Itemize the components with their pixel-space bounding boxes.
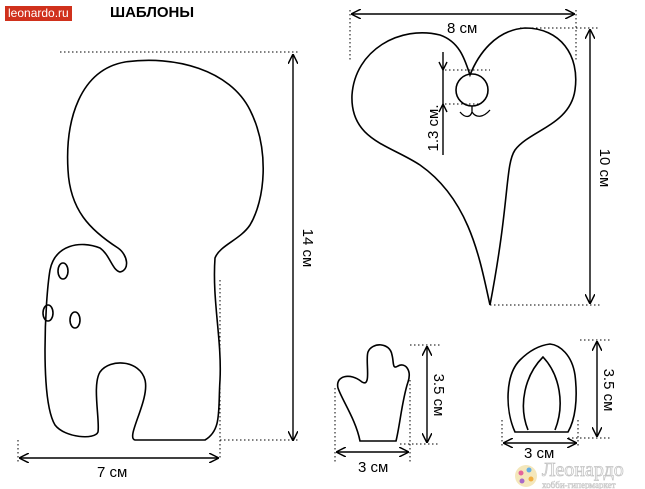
- paw-width-label: 3 см: [358, 459, 388, 476]
- ear-height-label: 3.5 см: [600, 369, 617, 412]
- body-template-outline: [44, 59, 264, 441]
- ear-inner-outline: [522, 355, 561, 431]
- watermark-logo: Леонардо хобби-гипермаркет: [515, 459, 624, 489]
- ear-template-outline: [507, 343, 577, 433]
- palette-icon: [515, 465, 537, 487]
- watermark-tagline: хобби-гипермаркет: [542, 480, 616, 489]
- head-template-outline: [351, 27, 577, 306]
- body-spot: [69, 311, 81, 329]
- site-logo: leonardo.ru: [5, 6, 72, 21]
- head-height-label: 10 см: [596, 149, 613, 188]
- page-title: ШАБЛОНЫ: [110, 4, 195, 21]
- ear-width-label: 3 см: [524, 445, 554, 462]
- nose-size-label: 1.3 см.: [425, 105, 442, 152]
- head-width-label: 8 см: [447, 20, 477, 37]
- body-height-label: 14 см: [299, 229, 316, 268]
- mouth: [459, 106, 491, 118]
- body-spot: [57, 262, 69, 280]
- body-spot: [42, 304, 54, 322]
- nose-circle: [455, 73, 489, 107]
- watermark-name: Леонардо: [542, 459, 624, 481]
- paw-template-outline: [336, 344, 410, 442]
- paw-height-label: 3.5 см: [430, 374, 447, 417]
- body-width-label: 7 см: [97, 464, 127, 481]
